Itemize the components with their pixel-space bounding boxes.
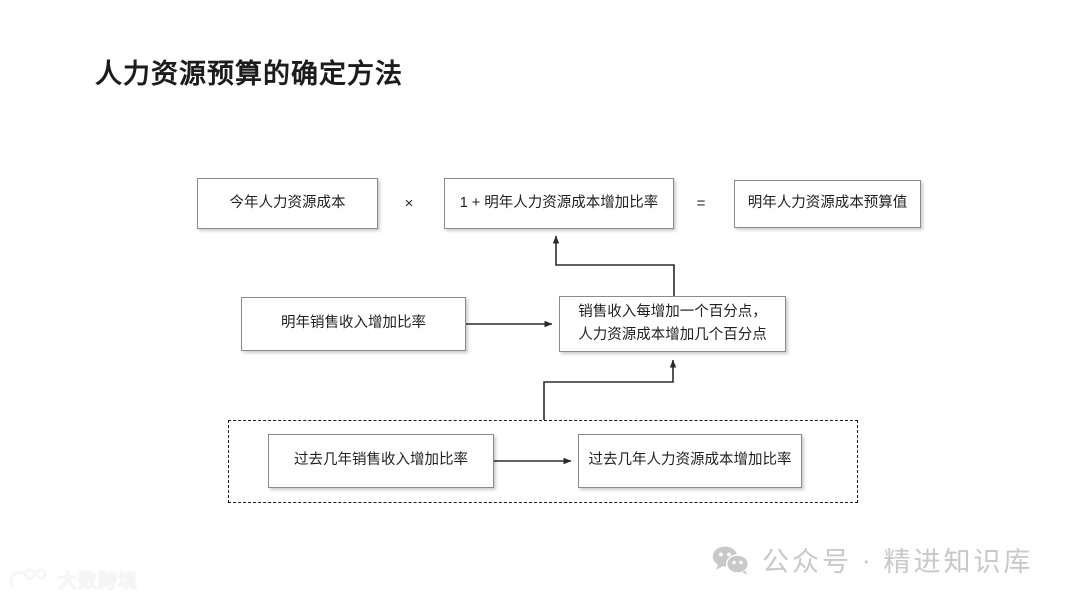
box-growth-factor[interactable]: 1 + 明年人力资源成本增加比率 bbox=[444, 178, 674, 229]
box-cost-this-year-label: 今年人力资源成本 bbox=[229, 194, 346, 211]
history-group-container bbox=[228, 420, 858, 503]
brand-logo-icon bbox=[9, 567, 47, 588]
box-budget-value-label: 明年人力资源成本预算值 bbox=[747, 195, 908, 212]
brand-watermark: 大数跨境 bbox=[8, 566, 138, 593]
wechat-watermark: 公众号 · 精进知识库 bbox=[712, 540, 1034, 579]
connector-elasticity-to-growthfactor bbox=[552, 235, 675, 296]
box-elasticity[interactable]: 销售收入每增加一个百分点， 人力资源成本增加几个百分点 bbox=[559, 296, 786, 352]
multiply-symbol: × bbox=[404, 194, 414, 212]
box-sales-growth-next-year-label: 明年销售收入增加比率 bbox=[281, 315, 426, 332]
page-title: 人力资源预算的确定方法 bbox=[95, 59, 403, 89]
wechat-watermark-text: 公众号 · 精进知识库 bbox=[762, 547, 1034, 577]
box-elasticity-label-line1: 销售收入每增加一个百分点， bbox=[578, 304, 767, 321]
box-past-sales-growth[interactable]: 过去几年销售收入增加比率 bbox=[268, 434, 494, 488]
box-growth-factor-label: 1 + 明年人力资源成本增加比率 bbox=[459, 194, 659, 211]
box-elasticity-label-line2: 人力资源成本增加几个百分点 bbox=[578, 326, 767, 343]
box-budget-value[interactable]: 明年人力资源成本预算值 bbox=[734, 180, 921, 228]
box-past-cost-growth-label: 过去几年人力资源成本增加比率 bbox=[588, 452, 792, 469]
wechat-icon bbox=[712, 546, 750, 574]
equals-symbol: = bbox=[696, 194, 706, 212]
brand-watermark-text: 大数跨境 bbox=[58, 571, 139, 592]
box-cost-this-year[interactable]: 今年人力资源成本 bbox=[197, 178, 378, 229]
box-past-cost-growth[interactable]: 过去几年人力资源成本增加比率 bbox=[578, 434, 802, 488]
box-sales-growth-next-year[interactable]: 明年销售收入增加比率 bbox=[241, 297, 466, 351]
box-past-sales-growth-label: 过去几年销售收入增加比率 bbox=[294, 452, 468, 469]
connector-history-to-elasticity bbox=[543, 359, 677, 420]
